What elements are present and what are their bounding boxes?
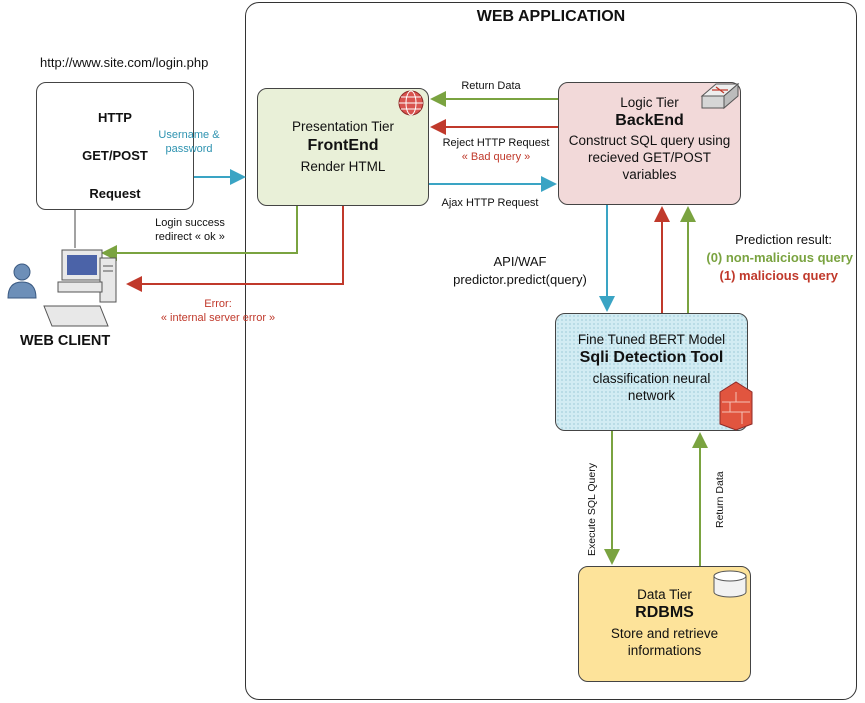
label-return-data-vertical: Return Data	[714, 471, 726, 528]
frontend-tier: Presentation Tier	[291, 119, 395, 134]
label-ajax: Ajax HTTP Request	[441, 197, 539, 209]
arrow-login-success	[101, 206, 298, 261]
web-application-frame	[245, 2, 857, 700]
bert-box: Fine Tuned BERT Model Sqli Detection Too…	[555, 313, 748, 431]
rdbms-desc-1: Store and retrieve	[610, 626, 719, 641]
database-icon	[713, 570, 747, 598]
prediction-title: Prediction result:	[735, 232, 832, 247]
backend-desc-1: Construct SQL query using	[568, 133, 731, 148]
bert-desc-2: network	[627, 388, 676, 403]
label-reject: Reject HTTP Request« Bad query »	[442, 137, 550, 163]
backend-name: BackEnd	[615, 112, 684, 129]
firewall-icon	[719, 381, 753, 431]
computer-icon	[43, 249, 117, 327]
bert-tier: Fine Tuned BERT Model	[577, 332, 726, 347]
prediction-malicious: (1) malicious query	[719, 268, 838, 283]
app-title: WEB APPLICATION	[476, 8, 626, 25]
label-error: Error:« internal server error »	[160, 298, 276, 324]
http-request-line3: Request	[89, 186, 141, 201]
backend-desc-3: variables	[622, 167, 677, 182]
bert-desc-1: classification neural	[592, 371, 711, 386]
arrow-error	[126, 206, 344, 292]
http-request-line2: GET/POST	[82, 148, 148, 163]
rdbms-name: RDBMS	[635, 604, 694, 621]
router-icon	[700, 82, 740, 110]
rdbms-desc-2: informations	[627, 643, 702, 658]
label-return-data: Return Data	[461, 80, 521, 92]
http-request-line1: HTTP	[98, 110, 132, 125]
web-client-label: WEB CLIENT	[20, 333, 111, 349]
prediction-non-malicious: (0) non-malicious query	[706, 250, 853, 265]
frontend-name: FrontEnd	[307, 137, 379, 154]
frontend-desc: Render HTML	[300, 159, 386, 174]
label-execute-sql: Execute SQL Query	[586, 463, 598, 556]
backend-tier: Logic Tier	[620, 95, 679, 110]
rdbms-tier: Data Tier	[637, 587, 692, 602]
user-icon	[7, 263, 37, 299]
backend-desc-2: recieved GET/POST	[587, 150, 712, 165]
http-request-box: HTTP GET/POST Request	[36, 82, 194, 210]
client-url: http://www.site.com/login.php	[40, 55, 209, 70]
globe-icon	[398, 90, 424, 116]
label-username: Username &password	[158, 129, 220, 155]
bert-name: Sqli Detection Tool	[579, 349, 724, 366]
